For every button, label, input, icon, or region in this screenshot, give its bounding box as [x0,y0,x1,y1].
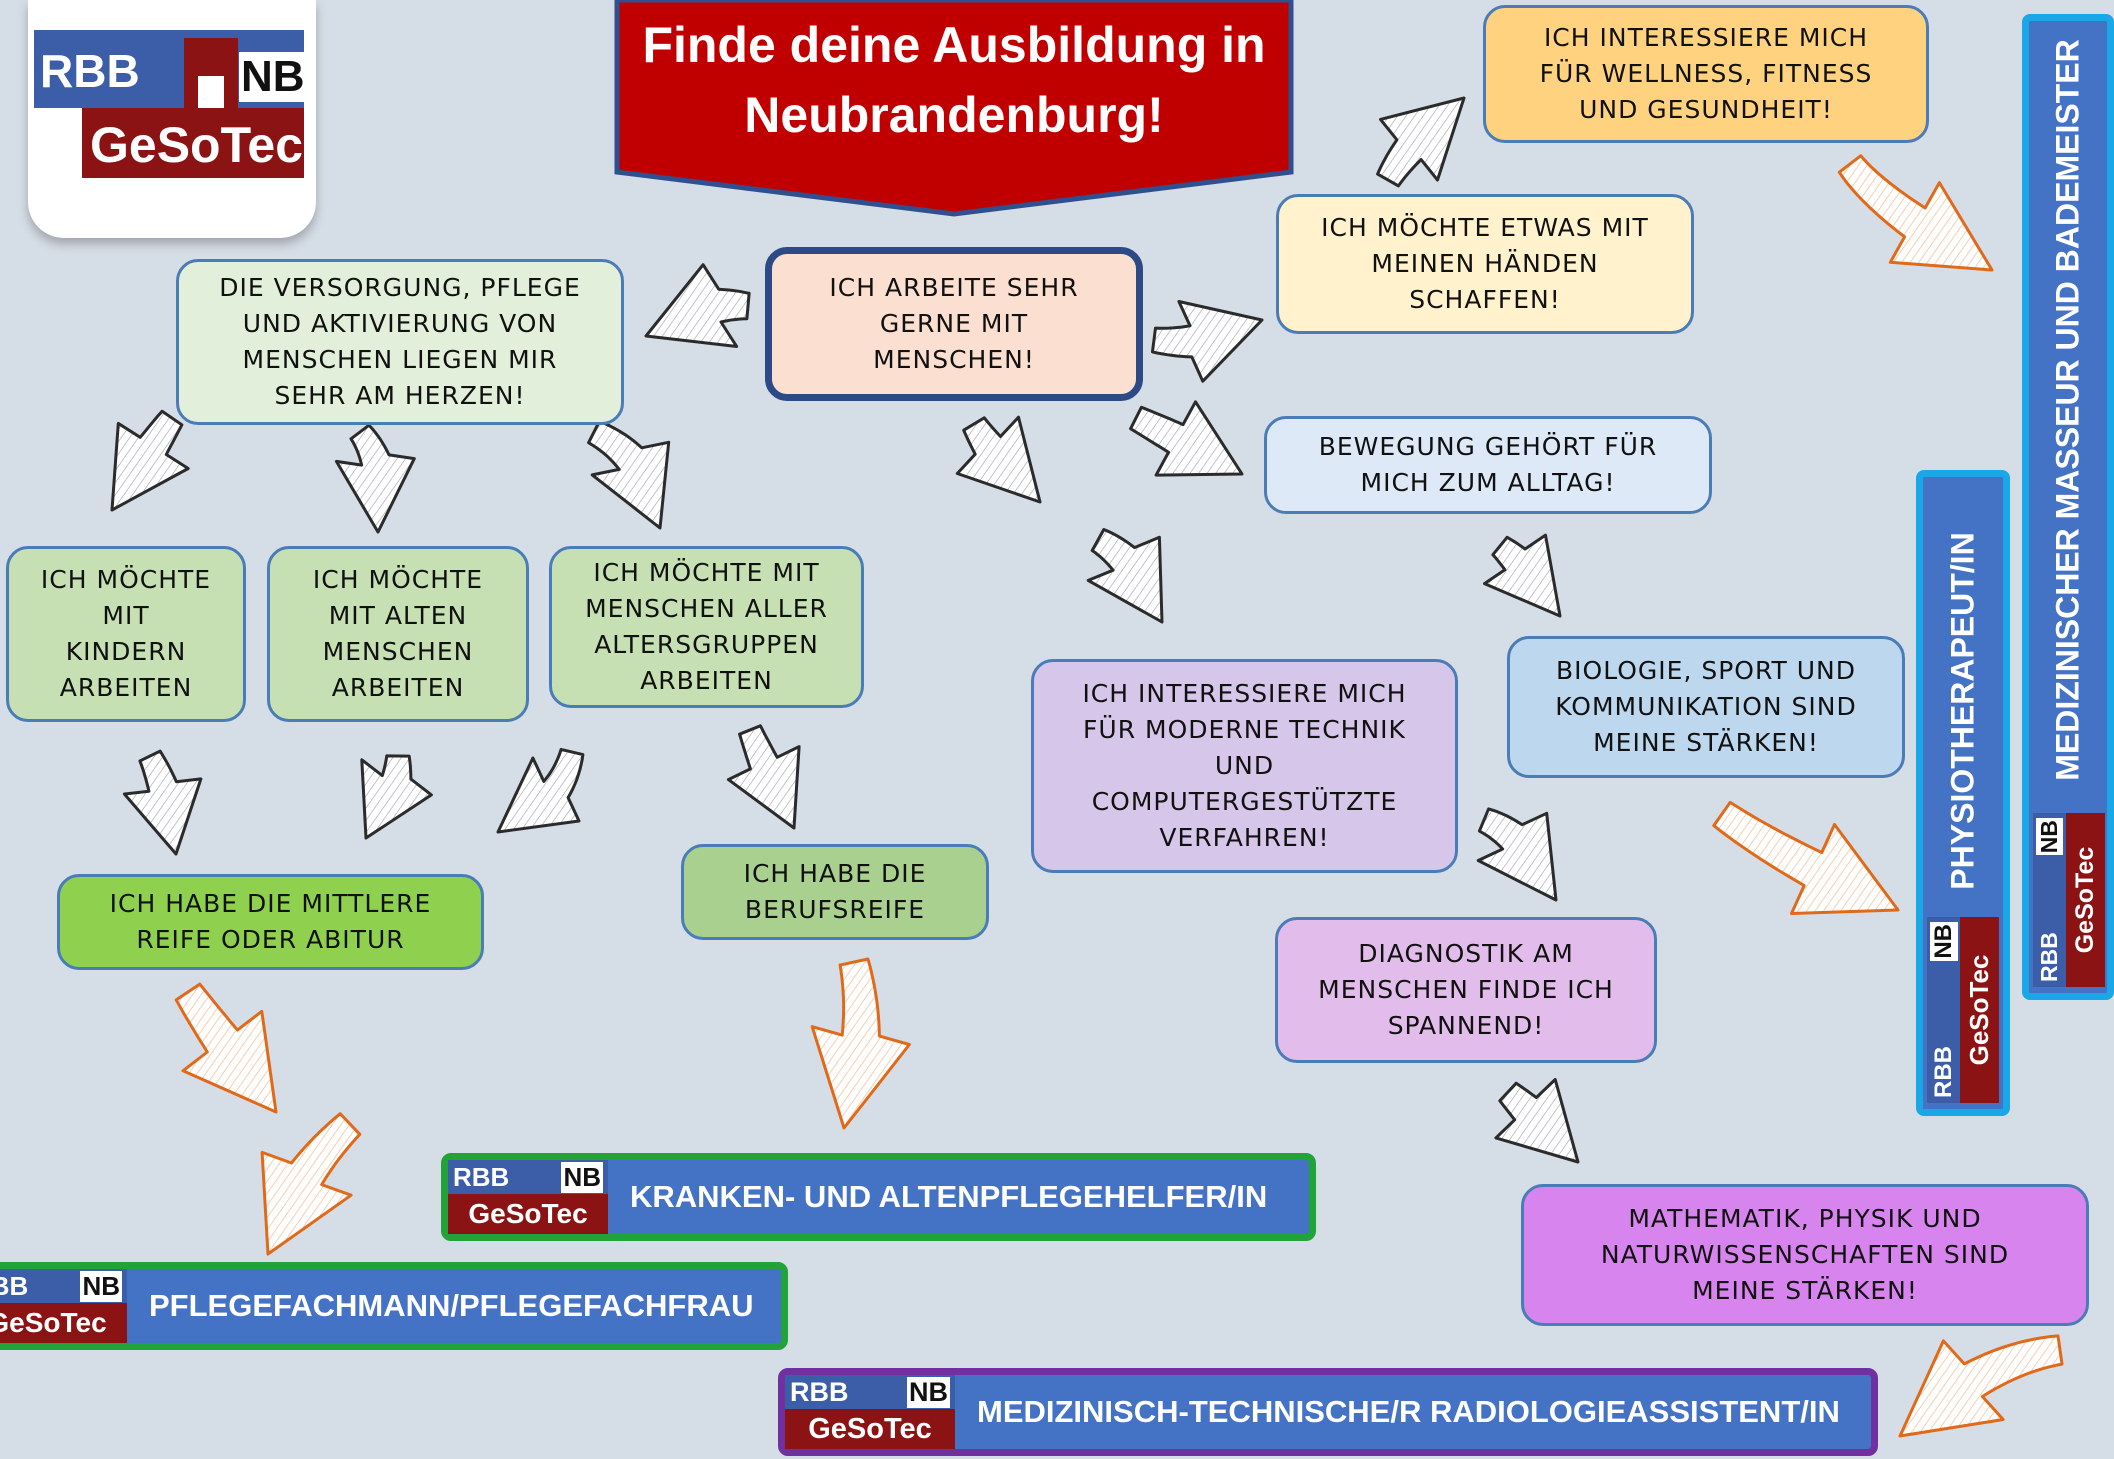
logo-rbb-text: RBB [40,45,140,97]
arrow-start-to-tech-1 [955,415,1042,504]
arrow-kids-to-reife [122,749,203,856]
diagnostics-box: DIAGNOSTIK AM MENSCHEN FINDE ICH SPANNEN… [1275,917,1657,1063]
title-banner: Finde deine Ausbildung in Neubrandenburg… [614,0,1294,218]
berufsreife-box: ICH HABE DIE BERUFSREIFE [681,844,989,940]
logo-bottom-band [82,108,304,178]
page-title: Finde deine Ausbildung in Neubrandenburg… [642,17,1266,143]
bio-box: BIOLOGIE, SPORT UND KOMMUNIKATION SIND M… [1507,636,1905,778]
arrow-care-to-elderly [334,423,416,534]
result-kranken-label: KRANKEN- UND ALTENPFLEGEHELFER/IN [630,1179,1268,1214]
kids-box: ICH MÖCHTE MIT KINDERN ARBEITEN [6,546,246,722]
care-box: DIE VERSORGUNG, PFLEGE UND AKTIVIERUNG V… [176,259,624,425]
arrow-allages-to-berufsreife [726,724,801,830]
arrow-start-to-care [644,263,751,348]
arrow-tech-to-diagnostics [1476,807,1558,902]
tech-box: ICH INTERESSIERE MICH FÜR MODERNE TECHNI… [1031,659,1458,873]
elderly-box: ICH MÖCHTE MIT ALTEN MENSCHEN ARBEITEN [267,546,529,722]
logo-castle-icon [184,38,238,108]
arrow-start-to-hands [1150,300,1264,383]
movement-box: BEWEGUNG GEHÖRT FÜR MICH ZUM ALLTAG! [1264,416,1712,514]
app-logo: RBB NB GeSoTec [28,0,316,238]
result-masseur-label: MEDIZINISCHER MASSEUR UND BADEMEISTER [2049,39,2086,781]
wellness-box: ICH INTERESSIERE MICH FÜR WELLNESS, FITN… [1483,5,1929,143]
arrow-care-to-kids [110,409,190,512]
arrow-math-to-mtra [1898,1334,2064,1438]
arrow-reife-to-pflege-1 [174,982,278,1114]
mittlere-reife-box: ICH HABE DIE MITTLERE REIFE ODER ABITUR [57,874,484,970]
hands-box: ICH MÖCHTE ETWAS MIT MEINEN HÄNDEN SCHAF… [1276,194,1694,334]
arrow-allages-to-reife [496,747,585,834]
arrow-elderly-to-reife [360,754,433,840]
arrow-bio-to-physio [1712,800,1900,915]
result-pflege-label: PFLEGEFACHMANN/PFLEGEFACHFRAU [149,1288,754,1323]
arrow-hands-to-wellness [1376,96,1466,188]
result-masseur-bar[interactable]: MEDIZINISCHER MASSEUR UND BADEMEISTER RB… [2022,14,2114,1000]
math-box: MATHEMATIK, PHYSIK UND NATURWISSENSCHAFT… [1521,1184,2089,1326]
logo-gesotec-text: GeSoTec [90,117,304,173]
arrow-reife-to-pflege-2 [260,1112,362,1256]
arrow-start-to-tech-2 [1086,528,1164,624]
arrow-care-to-all-ages [587,419,671,530]
arrow-movement-to-bio [1483,533,1562,618]
arrow-wellness-to-masseur [1837,154,1994,272]
arrow-diagnostics-to-math [1494,1078,1580,1164]
result-physio-label: PHYSIOTHERAPEUT/IN [1944,532,1981,890]
logo-nb-text: NB [239,52,307,102]
arrow-start-to-movement [1129,400,1244,477]
result-mtra-label: MEDIZINISCH-TECHNISCHE/R RADIOLOGIEASSIS… [977,1394,1840,1429]
all-ages-box: ICH MÖCHTE MIT MENSCHEN ALLER ALTERSGRUP… [549,546,864,708]
arrow-berufsreife-to-kranken [810,957,911,1130]
start-box: ICH ARBEITE SEHR GERNE MIT MENSCHEN! [765,247,1143,401]
